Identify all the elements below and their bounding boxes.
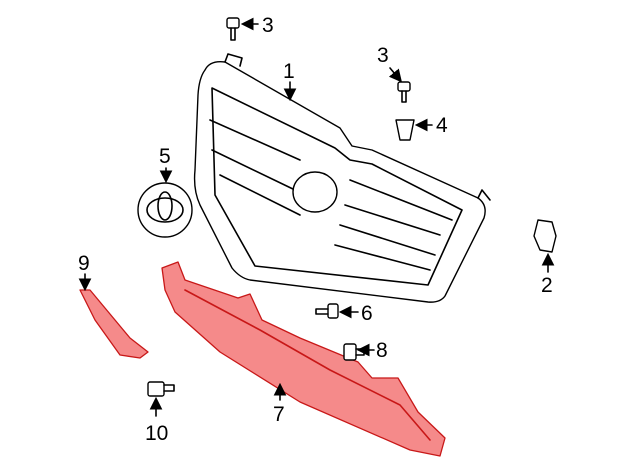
callout-6: 6 — [361, 302, 373, 325]
leader-arrows — [78, 17, 555, 417]
callout-9: 9 — [78, 252, 90, 275]
callout-3-right: 3 — [377, 44, 389, 67]
nut-clip[interactable] — [395, 119, 415, 141]
bolt-6[interactable] — [315, 303, 339, 319]
lower-absorber-part-highlighted[interactable] — [161, 261, 446, 457]
grille-emblem-mount — [292, 171, 338, 213]
callout-1: 1 — [283, 60, 295, 83]
screw-top-left[interactable] — [226, 17, 240, 41]
grille-part[interactable] — [193, 53, 491, 303]
right-clip[interactable] — [533, 219, 557, 253]
callout-10: 10 — [145, 422, 168, 445]
callout-5: 5 — [159, 145, 171, 168]
callout-4: 4 — [436, 114, 448, 137]
callout-8: 8 — [376, 339, 388, 362]
emblem-part[interactable] — [137, 182, 193, 238]
callout-7: 7 — [273, 403, 285, 426]
callout-3-left: 3 — [262, 14, 274, 37]
bolt-8[interactable] — [343, 343, 365, 361]
callout-2: 2 — [541, 274, 553, 297]
bolt-10[interactable] — [147, 381, 175, 397]
side-bracket-part-highlighted[interactable] — [79, 289, 149, 359]
screw-top-right[interactable] — [397, 81, 411, 103]
